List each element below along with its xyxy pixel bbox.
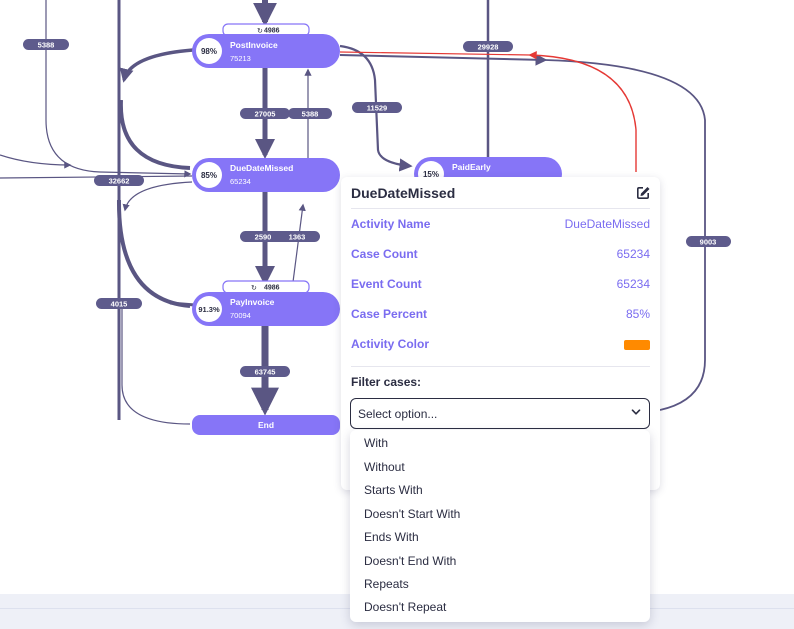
filter-select[interactable]: Select option... bbox=[350, 398, 650, 429]
svg-text:63745: 63745 bbox=[255, 368, 276, 377]
svg-text:5388: 5388 bbox=[302, 110, 319, 119]
svg-text:27005: 27005 bbox=[255, 110, 276, 119]
edge-postinvoice-right[interactable] bbox=[339, 53, 548, 66]
node-postinvoice[interactable]: ↻ 4986 98% PostInvoice 75213 bbox=[192, 23, 340, 68]
option-without[interactable]: Without bbox=[364, 459, 405, 474]
edge-badge[interactable]: 63745 bbox=[240, 366, 290, 377]
edge-badge[interactable]: 32662 bbox=[94, 175, 144, 186]
divider bbox=[351, 366, 650, 367]
svg-text:PostInvoice: PostInvoice bbox=[230, 40, 278, 50]
edge-postinvoice-paidearly[interactable] bbox=[339, 44, 413, 172]
edge-highlight-red[interactable] bbox=[528, 51, 637, 172]
edge-left-in[interactable] bbox=[0, 154, 72, 169]
edge-badge[interactable]: 5388 bbox=[23, 39, 69, 50]
edge-4015[interactable] bbox=[121, 300, 191, 425]
filter-select-value: Select option... bbox=[358, 407, 438, 421]
svg-text:End: End bbox=[258, 420, 274, 430]
option-doesnt-repeat[interactable]: Doesn't Repeat bbox=[364, 600, 447, 614]
svg-text:9003: 9003 bbox=[700, 238, 717, 247]
edge-badge[interactable]: 2590 bbox=[240, 231, 286, 242]
edge-duedate-left[interactable] bbox=[122, 181, 193, 212]
edge-badge[interactable]: 4015 bbox=[96, 298, 142, 309]
edge-badge[interactable]: 11529 bbox=[352, 102, 402, 113]
svg-text:1363: 1363 bbox=[289, 233, 306, 242]
svg-text:4015: 4015 bbox=[111, 300, 128, 309]
row-activity-name: Activity Name DueDateMissed bbox=[351, 217, 650, 231]
divider bbox=[351, 208, 650, 209]
svg-text:75213: 75213 bbox=[230, 54, 251, 63]
chevron-down-icon bbox=[631, 409, 641, 415]
edge-badge[interactable]: 27005 bbox=[240, 108, 290, 119]
edge-badge[interactable]: 1363 bbox=[274, 231, 320, 242]
row-case-count: Case Count 65234 bbox=[351, 247, 650, 261]
svg-text:PaidEarly: PaidEarly bbox=[452, 162, 491, 172]
svg-text:32662: 32662 bbox=[109, 177, 130, 186]
node-end[interactable]: End bbox=[192, 415, 340, 435]
edge-highlight-red-top[interactable] bbox=[339, 51, 531, 56]
edge-left-5388[interactable] bbox=[45, 0, 192, 178]
svg-text:98%: 98% bbox=[201, 47, 217, 56]
filter-options-menu: With Without Starts With Doesn't Start W… bbox=[350, 430, 650, 622]
svg-text:5388: 5388 bbox=[38, 41, 55, 50]
activity-color-swatch[interactable] bbox=[624, 340, 650, 350]
loop-icon: ↻ bbox=[257, 28, 263, 35]
row-activity-color: Activity Color bbox=[351, 337, 650, 357]
svg-text:11529: 11529 bbox=[367, 104, 387, 113]
option-ends-with[interactable]: Ends With bbox=[364, 530, 419, 544]
edge-29928-loop[interactable] bbox=[469, 0, 490, 178]
row-event-count: Event Count 65234 bbox=[351, 277, 650, 291]
edge-left-duedate[interactable] bbox=[118, 99, 191, 170]
svg-text:91.3%: 91.3% bbox=[198, 305, 220, 314]
edge-left-payinvoice[interactable] bbox=[116, 199, 191, 308]
loop-icon: ↻ bbox=[251, 285, 257, 292]
svg-text:29928: 29928 bbox=[478, 43, 499, 52]
option-doesnt-end-with[interactable]: Doesn't End With bbox=[364, 553, 457, 568]
edge-payinvoice-left[interactable] bbox=[169, 301, 196, 307]
svg-text:DueDateMissed: DueDateMissed bbox=[230, 163, 293, 173]
edge-badge[interactable]: 5388 bbox=[288, 108, 332, 119]
svg-text:4986: 4986 bbox=[264, 28, 280, 35]
filter-cases-label: Filter cases: bbox=[351, 375, 422, 389]
svg-text:4986: 4986 bbox=[264, 285, 280, 292]
row-case-percent: Case Percent 85% bbox=[351, 307, 650, 321]
node-duedatemissed[interactable]: 85% DueDateMissed 65234 bbox=[192, 158, 340, 192]
edge-payinvoice-duedate[interactable] bbox=[292, 203, 306, 283]
svg-text:2590: 2590 bbox=[255, 233, 272, 242]
svg-text:85%: 85% bbox=[201, 171, 217, 180]
edge-badge[interactable]: 9003 bbox=[686, 236, 731, 247]
svg-text:15%: 15% bbox=[423, 170, 439, 179]
svg-text:70094: 70094 bbox=[230, 311, 251, 320]
option-with[interactable]: With bbox=[364, 436, 388, 450]
node-payinvoice[interactable]: ↻ 4986 91.3% PayInvoice 70094 bbox=[192, 280, 340, 326]
option-repeats[interactable]: Repeats bbox=[364, 577, 409, 591]
svg-text:65234: 65234 bbox=[230, 177, 251, 186]
option-doesnt-start-with[interactable]: Doesn't Start With bbox=[364, 506, 461, 521]
option-starts-with[interactable]: Starts With bbox=[364, 483, 423, 497]
popup-title: DueDateMissed bbox=[351, 185, 456, 201]
edit-icon[interactable] bbox=[635, 185, 651, 201]
edge-badge[interactable]: 29928 bbox=[463, 41, 513, 52]
edge-9003[interactable] bbox=[544, 59, 706, 411]
svg-text:PayInvoice: PayInvoice bbox=[230, 297, 275, 307]
edge-postinvoice-left[interactable] bbox=[119, 48, 194, 83]
